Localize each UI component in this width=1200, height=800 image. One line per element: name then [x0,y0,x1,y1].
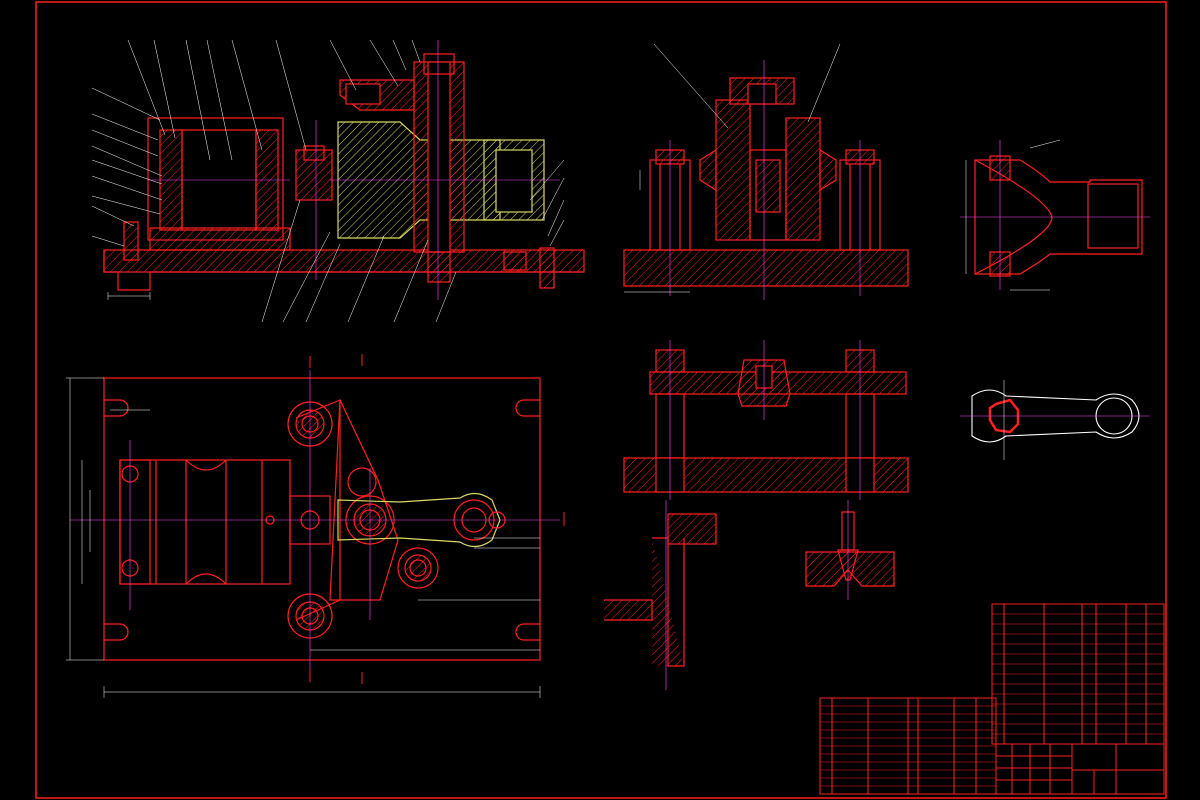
section-view-lower [623,340,909,500]
parts-list-lower-rows [820,705,996,787]
detail-fragment-left [604,500,717,690]
plan-view-dimensions [66,377,541,698]
side-section-view [623,60,909,300]
side-view-leaders [624,43,841,293]
main-section-view [103,40,585,300]
drawing-border [35,1,1167,799]
workpiece-detail-view [960,140,1150,290]
main-view-dimensions [107,292,151,300]
title-block [995,743,1165,795]
top-plan-view [70,370,560,680]
workpiece-end-view [960,380,1150,460]
detail-fragment-right [805,500,895,600]
parts-list-rows [992,613,1164,735]
workpiece-detail-dims [965,139,1061,291]
main-view-leaders [91,39,565,323]
section-markers [309,354,565,684]
